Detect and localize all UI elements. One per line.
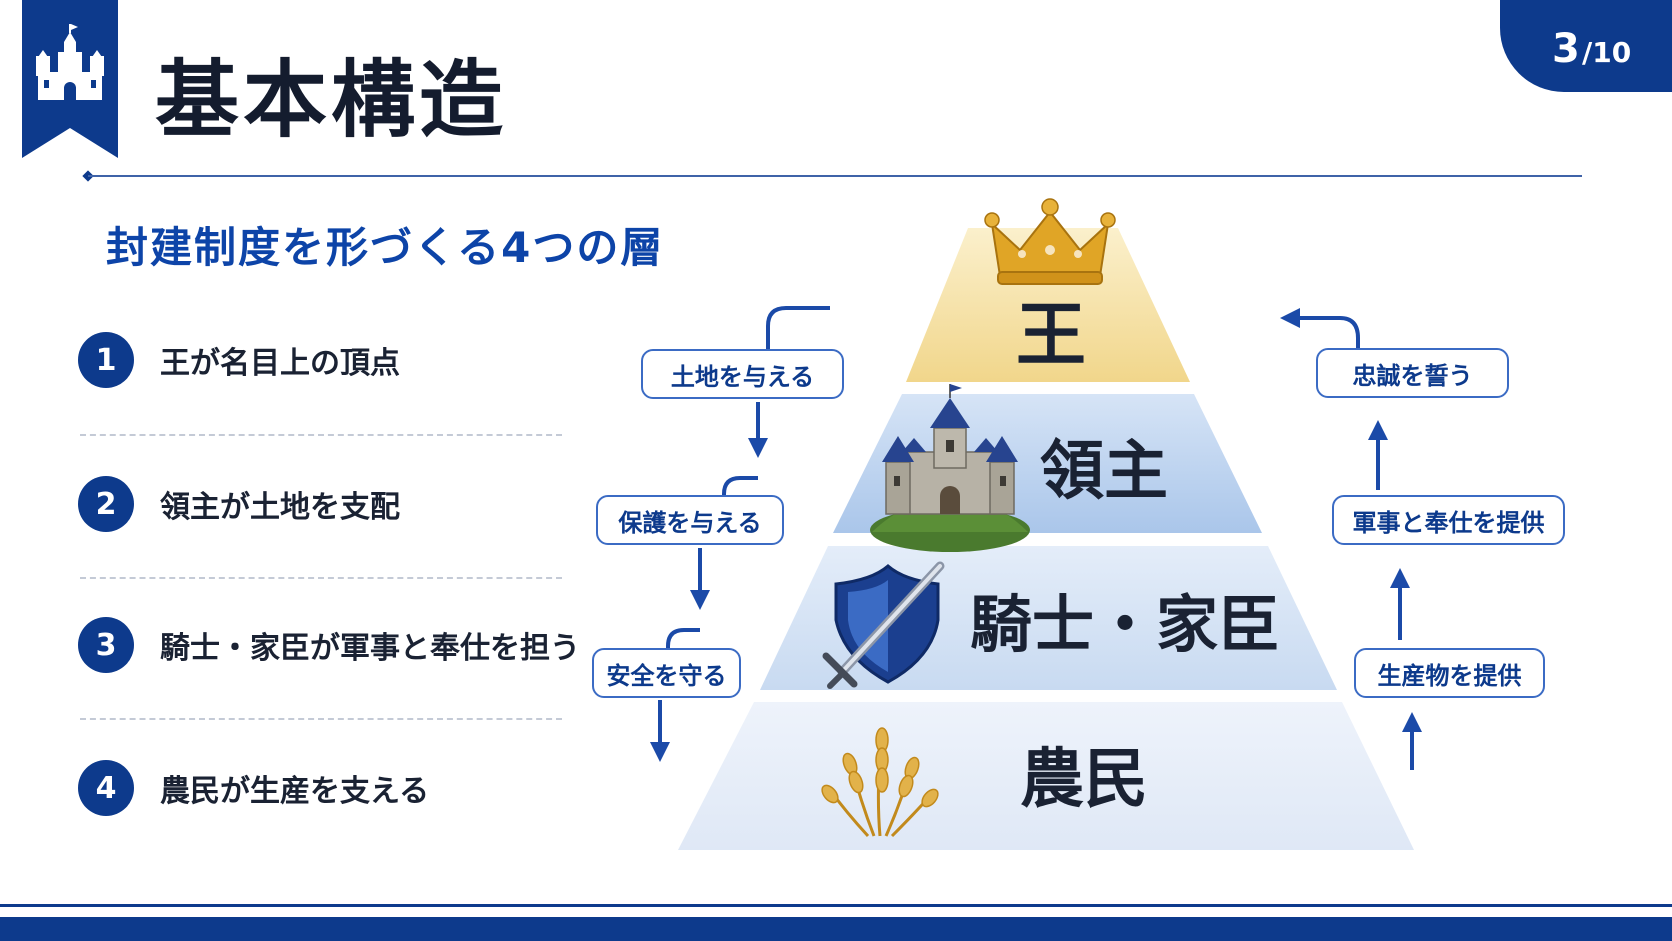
flow-label-swear-loyalty: 忠誠を誓う xyxy=(1316,348,1509,398)
page-indicator: 3 /10 xyxy=(1500,0,1672,92)
flow-label-provide-produce: 生産物を提供 xyxy=(1354,648,1545,698)
page-total: /10 xyxy=(1582,36,1632,69)
list-item: 3 騎士・家臣が軍事と奉仕を担う xyxy=(78,617,580,673)
step-text: 農民が生産を支える xyxy=(160,774,430,809)
step-text: 騎士・家臣が軍事と奉仕を担う xyxy=(160,631,580,666)
pyramid-tier-peasant xyxy=(678,702,1414,850)
section-subtitle: 封建制度を形づくる4つの層 xyxy=(106,223,665,272)
crown-icon xyxy=(984,198,1116,285)
list-item: 1 王が名目上の頂点 xyxy=(78,332,400,388)
wheat-icon xyxy=(821,727,939,838)
down-flow-arrows xyxy=(650,306,830,762)
step-number-badge: 3 xyxy=(78,617,134,673)
step-text: 王が名目上の頂点 xyxy=(160,346,400,381)
list-item: 4 農民が生産を支える xyxy=(78,760,429,816)
list-item: 2 領主が土地を支配 xyxy=(78,476,400,532)
list-divider xyxy=(80,577,562,579)
flow-label-give-protection: 保護を与える xyxy=(596,495,784,545)
footer-line xyxy=(0,904,1672,907)
header-divider xyxy=(88,175,1582,177)
step-number-badge: 4 xyxy=(78,760,134,816)
castle-ribbon-icon xyxy=(22,0,118,158)
castle-icon xyxy=(870,384,1030,552)
shield-sword-icon xyxy=(822,561,945,689)
tier-label-peasant: 農民 xyxy=(1020,743,1148,817)
pyramid-tier-king xyxy=(906,228,1190,382)
flow-label-ensure-safety: 安全を守る xyxy=(592,648,741,698)
tier-label-lord: 領主 xyxy=(1040,435,1168,509)
flow-label-give-land: 土地を与える xyxy=(641,349,844,399)
up-flow-arrows xyxy=(1280,308,1422,770)
page-title: 基本構造 xyxy=(155,51,508,149)
list-divider xyxy=(80,434,562,436)
step-number-badge: 2 xyxy=(78,476,134,532)
footer-bar xyxy=(0,917,1672,941)
list-divider xyxy=(80,718,562,720)
tier-label-knight: 騎士・家臣 xyxy=(970,588,1281,661)
tier-label-king: 王 xyxy=(1016,294,1086,376)
page-number: 3 xyxy=(1552,26,1580,72)
step-text: 領主が土地を支配 xyxy=(160,490,400,525)
flow-label-provide-service: 軍事と奉仕を提供 xyxy=(1332,495,1565,545)
step-number-badge: 1 xyxy=(78,332,134,388)
